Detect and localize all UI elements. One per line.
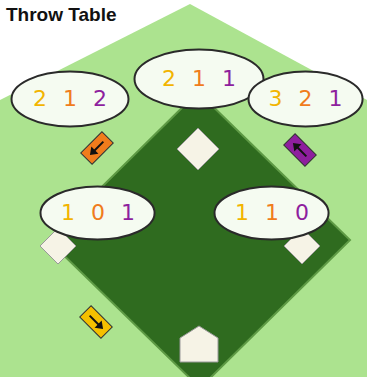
throw-ellipse: 212 bbox=[10, 70, 130, 128]
throw-count: 1 bbox=[63, 87, 77, 111]
throw-count: 1 bbox=[235, 201, 249, 225]
throw-count: 1 bbox=[222, 67, 236, 91]
throw-arrow bbox=[284, 134, 317, 167]
throw-arrow bbox=[80, 306, 113, 339]
second-base bbox=[177, 128, 219, 170]
throw-ellipse: 101 bbox=[39, 185, 156, 241]
throw-ellipse: 211 bbox=[133, 48, 265, 110]
throw-ellipse: 321 bbox=[247, 70, 364, 128]
throw-ellipse: 110 bbox=[213, 185, 330, 241]
throw-count: 0 bbox=[91, 201, 105, 225]
home-plate bbox=[180, 326, 218, 362]
throw-count: 2 bbox=[93, 87, 107, 111]
throw-count: 1 bbox=[192, 67, 206, 91]
throw-arrow bbox=[81, 132, 114, 165]
throw-count: 1 bbox=[121, 201, 135, 225]
throw-count: 3 bbox=[268, 87, 282, 111]
throw-count: 1 bbox=[265, 201, 279, 225]
throw-count: 1 bbox=[328, 87, 342, 111]
throw-count: 1 bbox=[61, 201, 75, 225]
throw-count: 2 bbox=[162, 67, 176, 91]
throw-count: 2 bbox=[33, 87, 47, 111]
throw-count: 0 bbox=[295, 201, 309, 225]
title: Throw Table bbox=[6, 4, 116, 26]
throw-count: 2 bbox=[298, 87, 312, 111]
